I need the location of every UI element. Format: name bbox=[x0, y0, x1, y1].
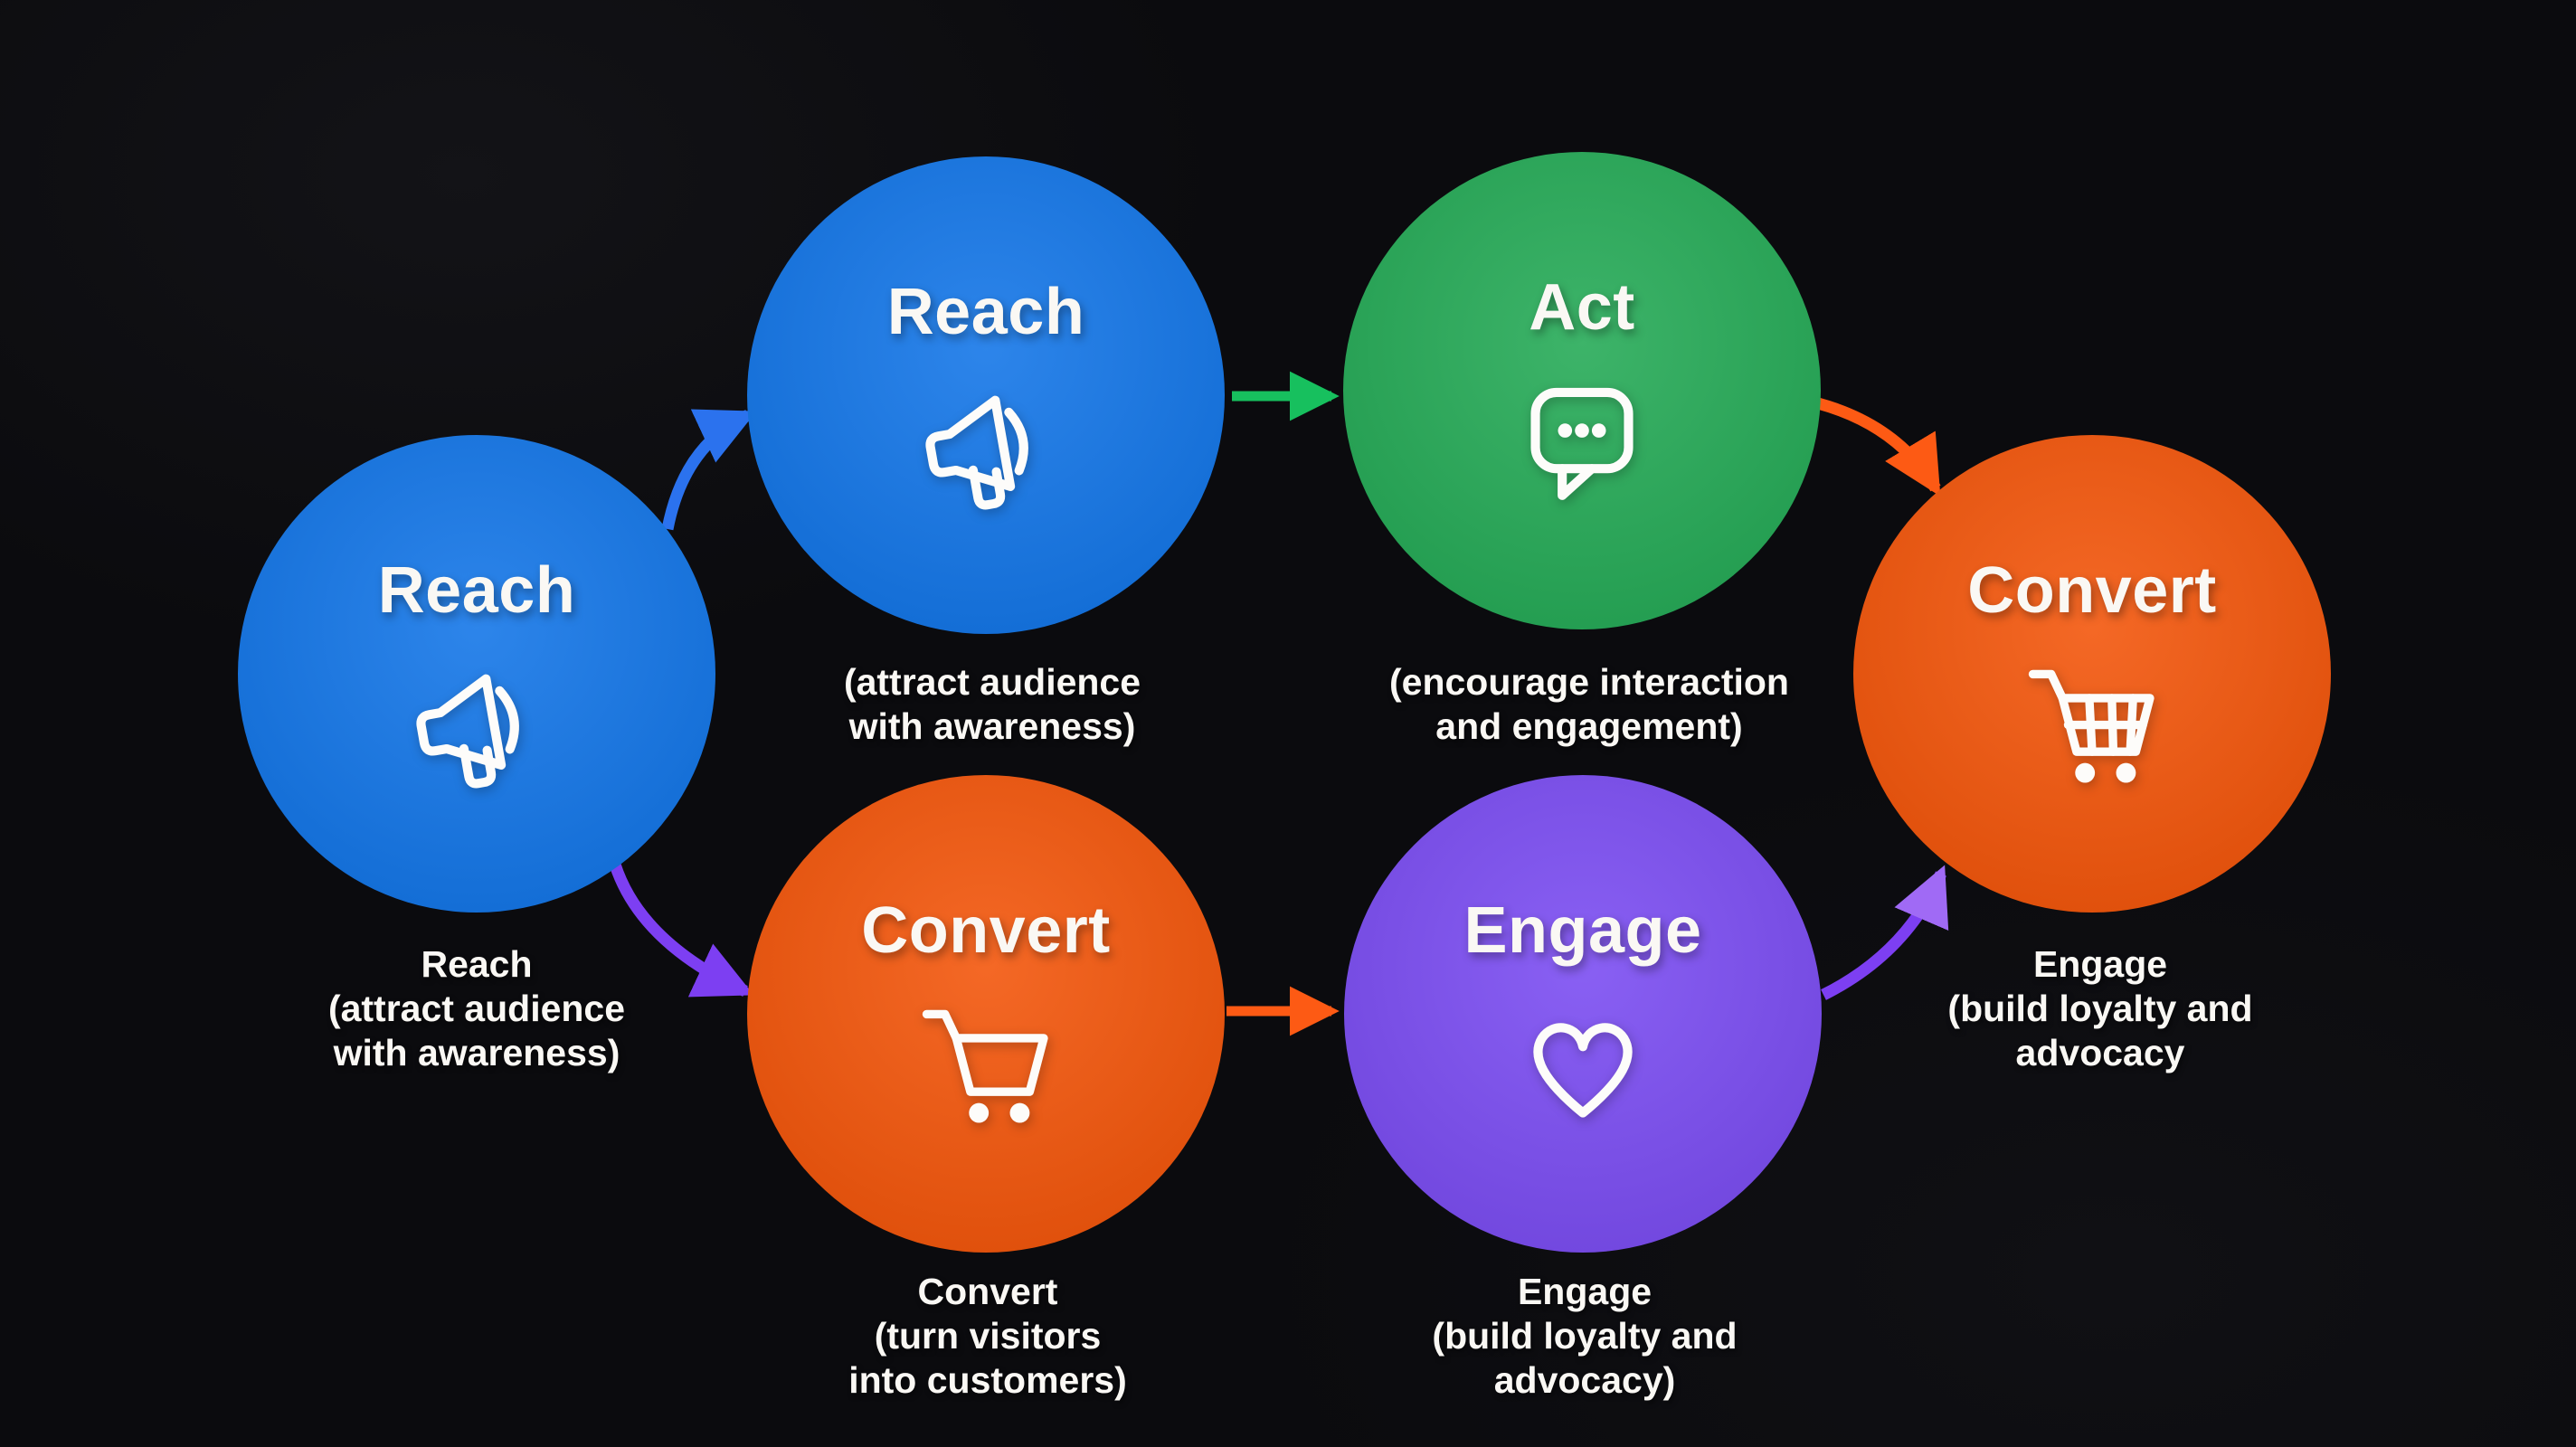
chat-bubble-icon bbox=[1530, 387, 1634, 500]
caption-line: into customers) bbox=[848, 1359, 1127, 1401]
edge-act-to-convert-right-arrow bbox=[1816, 397, 1941, 497]
heart-icon bbox=[1533, 1023, 1633, 1118]
caption-line: Convert bbox=[917, 1271, 1058, 1312]
node-reach-top-label: Reach bbox=[886, 276, 1085, 348]
node-engage: Engage bbox=[1344, 775, 1822, 1253]
shopping-cart-icon bbox=[922, 1009, 1048, 1123]
megaphone-icon bbox=[416, 674, 519, 789]
caption-convert-right: Engage (build loyalty and advocacy bbox=[1847, 942, 2353, 1075]
node-convert-right: Convert bbox=[1853, 435, 2331, 913]
caption-convert-bottom: Convert (turn visitors into customers) bbox=[734, 1270, 1241, 1403]
caption-line: advocacy bbox=[2015, 1032, 2185, 1073]
caption-line: and engagement) bbox=[1435, 705, 1743, 747]
node-act-label: Act bbox=[1529, 271, 1635, 344]
caption-line: (build loyalty and bbox=[1947, 988, 2253, 1029]
node-reach-top: Reach bbox=[747, 156, 1225, 634]
node-convert-bottom: Convert bbox=[747, 775, 1225, 1253]
edge-reach-to-convert-bottom-arrow bbox=[609, 862, 754, 998]
shopping-cart-grid-icon bbox=[2028, 669, 2155, 783]
caption-line: with awareness) bbox=[848, 705, 1136, 747]
edge-engage-to-convert-right-arrow bbox=[1821, 865, 1949, 1000]
caption-reach-main: Reach (attract audience with awareness) bbox=[223, 942, 730, 1075]
caption-line: Reach bbox=[421, 943, 533, 985]
caption-line: Engage bbox=[1517, 1271, 1653, 1312]
node-reach-main-label: Reach bbox=[377, 554, 576, 627]
node-reach-main: Reach bbox=[238, 435, 715, 913]
node-convert-bottom-label: Convert bbox=[861, 894, 1111, 967]
caption-line: with awareness) bbox=[333, 1032, 620, 1073]
megaphone-icon bbox=[925, 395, 1028, 510]
caption-line: (attract audience bbox=[327, 988, 626, 1029]
node-act: Act bbox=[1343, 152, 1821, 629]
caption-line: (build loyalty and bbox=[1432, 1315, 1738, 1357]
caption-act: (encourage interaction and engagement) bbox=[1336, 660, 1842, 749]
edge-reach-to-reach-top-arrow bbox=[661, 409, 757, 531]
caption-line: (encourage interaction bbox=[1389, 661, 1789, 703]
caption-line: (turn visitors bbox=[874, 1315, 1102, 1357]
caption-line: Engage bbox=[2032, 943, 2168, 985]
caption-engage: Engage (build loyalty and advocacy) bbox=[1331, 1270, 1838, 1403]
caption-line: advocacy) bbox=[1493, 1359, 1676, 1401]
caption-line: (attract audience bbox=[843, 661, 1141, 703]
node-engage-label: Engage bbox=[1463, 894, 1702, 967]
caption-reach-top: (attract audience with awareness) bbox=[739, 660, 1245, 749]
node-convert-right-label: Convert bbox=[1967, 554, 2217, 627]
